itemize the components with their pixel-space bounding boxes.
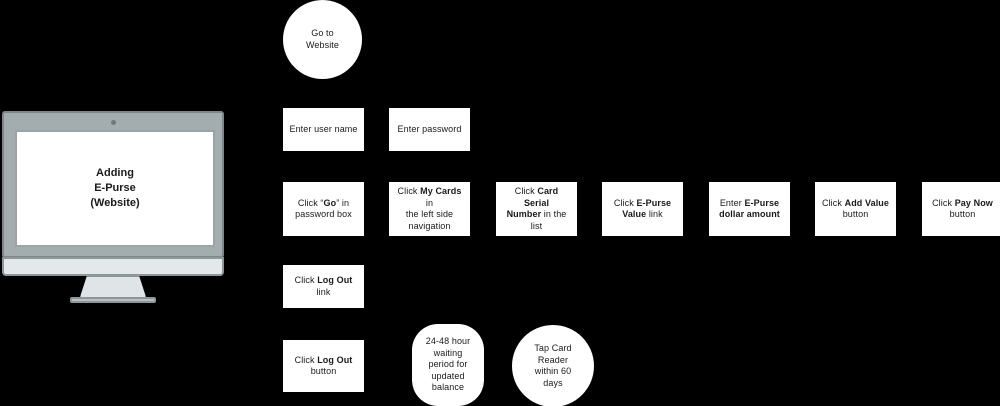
screen-line-3: (Website): [90, 197, 140, 209]
flow-node-enter-password[interactable]: Enter password: [389, 108, 470, 151]
flow-node-click-log-out-link[interactable]: Click Log Out link: [283, 265, 364, 308]
webcam-dot-icon: [111, 120, 116, 125]
monitor-screen-text: Adding E-Purse (Website): [90, 166, 139, 211]
monitor-illustration: Adding E-Purse (Website): [2, 111, 224, 303]
screen-line-2: E-Purse: [94, 182, 136, 194]
flow-node-label: Enter password: [397, 123, 462, 134]
monitor-bezel: Adding E-Purse (Website): [2, 111, 224, 258]
monitor-screen: Adding E-Purse (Website): [15, 130, 215, 247]
flow-node-label: Enter user name: [289, 123, 358, 134]
monitor-chin: [2, 257, 224, 276]
flow-node-label: Click Log Out link: [294, 275, 353, 297]
monitor-base: [70, 297, 156, 303]
screen-line-1: Adding: [96, 167, 134, 179]
flow-node-enter-user-name[interactable]: Enter user name: [283, 108, 364, 151]
